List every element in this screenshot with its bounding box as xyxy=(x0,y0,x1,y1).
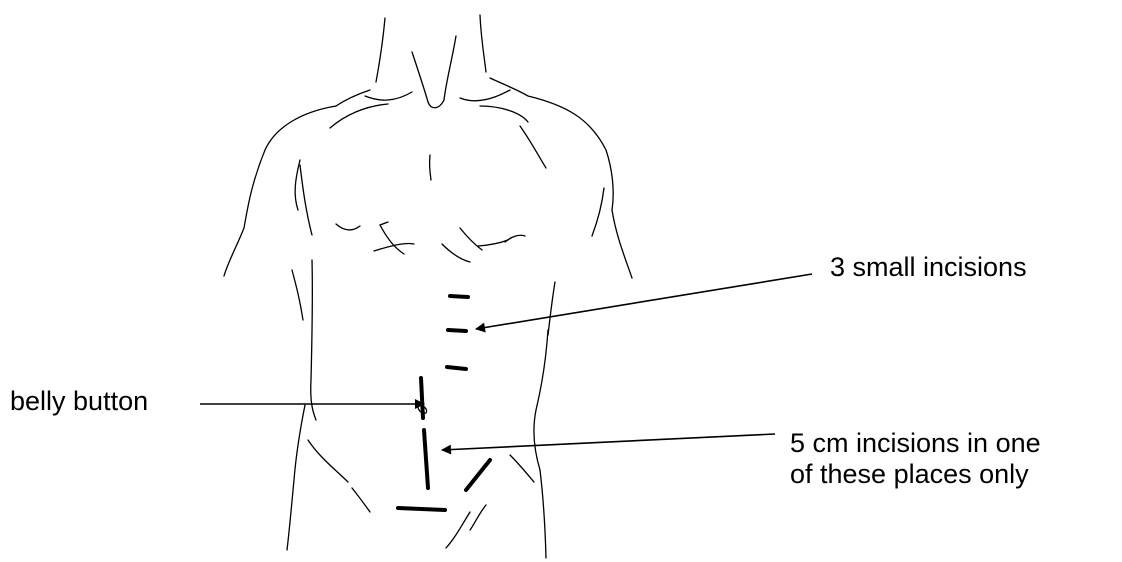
cm-incisions-label-line1: 5 cm incisions in one xyxy=(790,428,1041,459)
arrow-cm-incisions xyxy=(442,434,775,450)
incision-marks xyxy=(398,296,490,510)
leader-arrows xyxy=(200,274,812,450)
oblique-incision xyxy=(466,460,490,490)
vertical-incision-lower xyxy=(424,430,428,488)
small-incision-upper xyxy=(450,296,468,297)
cm-incisions-label-line2: of these places only xyxy=(790,459,1041,490)
small-incisions-label: 3 small incisions xyxy=(830,252,1027,283)
small-incision-middle xyxy=(448,330,466,331)
arrow-small-incisions xyxy=(476,274,812,329)
small-incision-lower xyxy=(447,367,466,369)
transverse-incision xyxy=(398,508,445,510)
cm-incisions-label: 5 cm incisions in one of these places on… xyxy=(790,428,1041,490)
belly-button-label: belly button xyxy=(10,386,148,417)
